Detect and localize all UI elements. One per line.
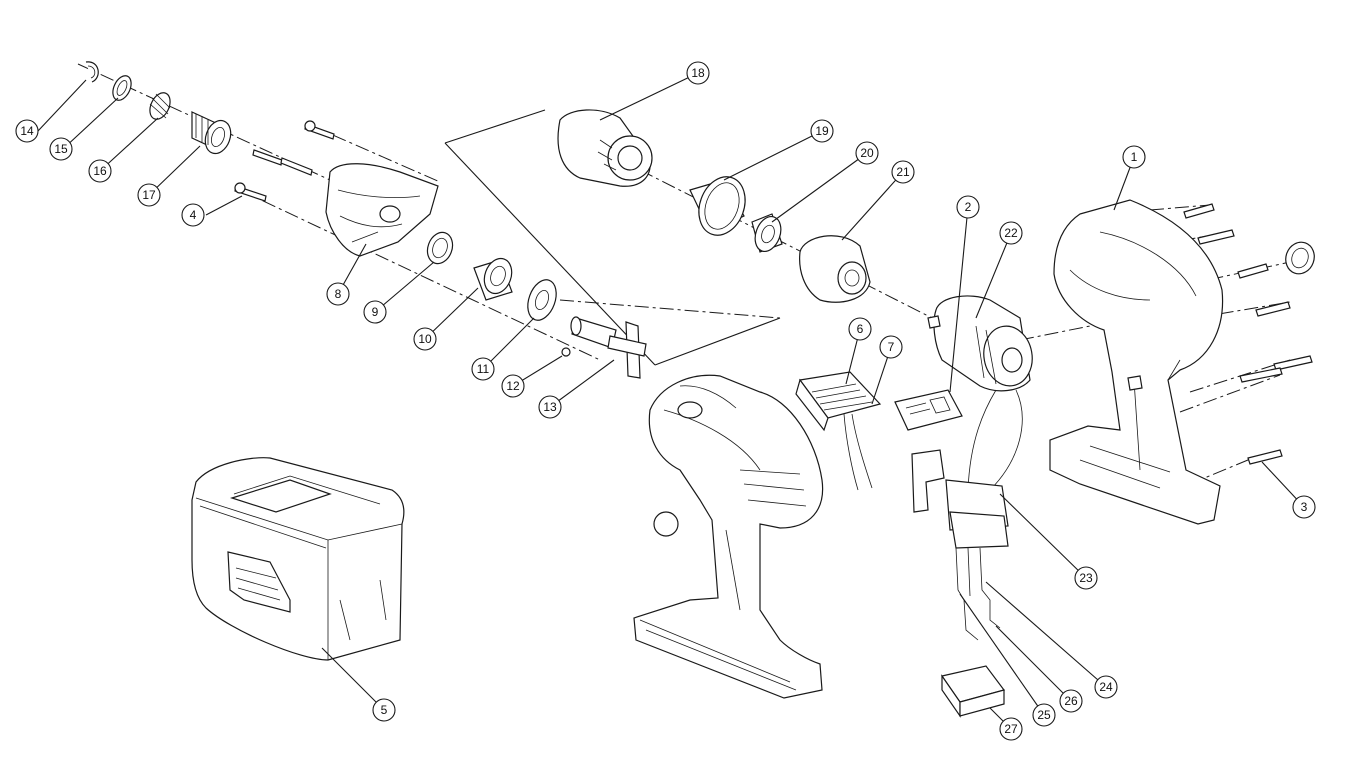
part-5-battery-pack: [191, 457, 405, 661]
callout-14: 14: [15, 119, 39, 143]
part-10-bearing: [473, 257, 513, 301]
callout-7: 7: [879, 335, 903, 359]
callout-13: 13: [538, 395, 562, 419]
callout-8: 8: [326, 282, 350, 306]
callout-27-label: 27: [1004, 722, 1018, 736]
callout-20-label: 20: [860, 146, 874, 160]
callout-23-label: 23: [1079, 571, 1093, 585]
callout-27: 27: [999, 717, 1023, 741]
callout-12: 12: [501, 374, 525, 398]
callout-21-label: 21: [896, 165, 910, 179]
callout-9-label: 9: [372, 305, 379, 319]
part-13-anvil: [570, 316, 647, 379]
callout-1: 1: [1122, 145, 1146, 169]
part-23-switch: [911, 449, 1009, 641]
leader-lines: [37, 72, 1305, 730]
callout-15-label: 15: [54, 142, 68, 156]
callout-18: 18: [686, 61, 710, 85]
callout-24-label: 24: [1099, 680, 1113, 694]
callout-8-label: 8: [335, 287, 342, 301]
callout-4: 4: [181, 203, 205, 227]
callout-14-label: 14: [20, 124, 34, 138]
callout-2: 2: [956, 195, 980, 219]
callout-17-label: 17: [142, 188, 156, 202]
callout-6-label: 6: [857, 322, 864, 336]
callout-22-label: 22: [1004, 226, 1018, 240]
part-16-spring: [149, 92, 171, 120]
callout-5: 5: [372, 698, 396, 722]
callout-19-label: 19: [815, 124, 829, 138]
part-14-clip: [85, 61, 99, 83]
callout-2-label: 2: [965, 200, 972, 214]
callout-20: 20: [855, 141, 879, 165]
callout-26-label: 26: [1064, 694, 1078, 708]
part-9-ring: [426, 231, 454, 265]
part-27-terminal-block: [941, 665, 1006, 718]
callout-19: 19: [810, 119, 834, 143]
callout-3-label: 3: [1301, 500, 1308, 514]
callout-13-label: 13: [543, 400, 557, 414]
callout-26: 26: [1059, 689, 1083, 713]
part-18-gear-housing: [557, 109, 653, 187]
part-8-hammer-case: [325, 163, 439, 257]
callout-21: 21: [891, 160, 915, 184]
callout-15: 15: [49, 137, 73, 161]
callout-16-label: 16: [93, 164, 107, 178]
callout-1-label: 1: [1131, 150, 1138, 164]
part-12-ball: [561, 347, 571, 357]
part-1-housing-half: [1049, 199, 1224, 525]
callout-10-label: 10: [418, 332, 432, 346]
part-17-sleeve: [191, 111, 232, 155]
part-15-washer: [112, 75, 132, 101]
callout-11-label: 11: [477, 362, 490, 376]
callout-18-label: 18: [691, 66, 705, 80]
part-6-7-switch-block: [795, 371, 882, 432]
callout-3: 3: [1292, 495, 1316, 519]
callout-25: 25: [1032, 703, 1056, 727]
callout-17: 17: [137, 183, 161, 207]
callout-23: 23: [1074, 566, 1098, 590]
part-3-screws: [1183, 203, 1315, 465]
part-2-plate: [894, 389, 963, 431]
callout-24: 24: [1094, 675, 1118, 699]
part-22-motor: [927, 295, 1033, 392]
part-21-gear-plate: [799, 235, 871, 303]
callout-12-label: 12: [506, 379, 520, 393]
callout-11: 11: [471, 357, 495, 381]
callout-5-label: 5: [381, 703, 388, 717]
small-screws: [234, 120, 335, 202]
part-19-ring-gear: [689, 176, 746, 236]
callout-4-label: 4: [190, 208, 197, 222]
part-11-washer: [527, 279, 557, 321]
gear-assembly-frame: [444, 109, 781, 366]
main-tool-housing: [633, 374, 824, 699]
callout-22: 22: [999, 221, 1023, 245]
part-20-bearing: [751, 213, 783, 253]
motor-wires: [843, 389, 1023, 491]
callout-10: 10: [413, 327, 437, 351]
callout-6: 6: [848, 317, 872, 341]
callout-7-label: 7: [888, 340, 895, 354]
callout-25-label: 25: [1037, 708, 1051, 722]
callout-9: 9: [363, 300, 387, 324]
callout-16: 16: [88, 159, 112, 183]
